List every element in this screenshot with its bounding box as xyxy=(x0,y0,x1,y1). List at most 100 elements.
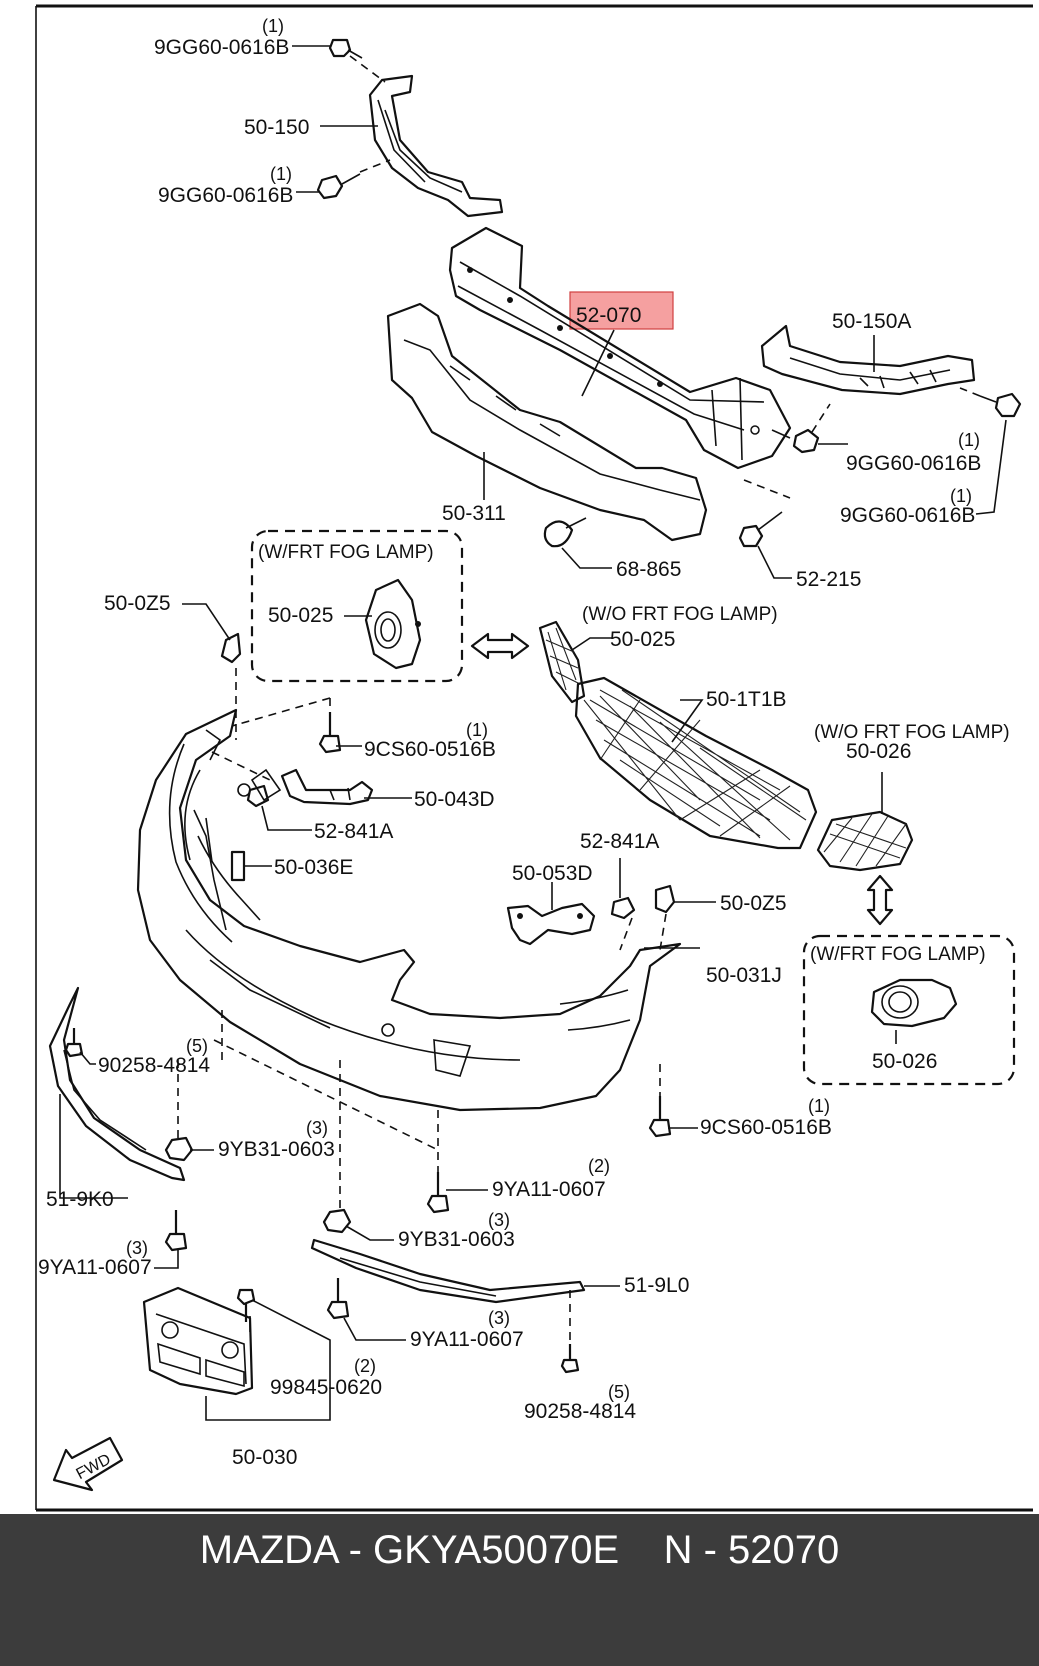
screw-left-label: 90258-4814 xyxy=(98,1054,210,1077)
nut-841a-right-label: 52-841A xyxy=(580,830,659,853)
lip-right-label: 51-9L0 xyxy=(624,1274,689,1297)
reinforcement-drawing xyxy=(448,226,792,470)
grille-drawing xyxy=(574,676,818,850)
bracket-right-drawing xyxy=(760,324,976,396)
nut-yb-left-drawing xyxy=(164,1136,194,1162)
bolt-ya-mid-label: 9YA11-0607 xyxy=(492,1178,606,1201)
lip-left-drawing xyxy=(48,986,186,1182)
nut-yb-left-qty: (3) xyxy=(306,1118,328,1138)
bolt-cs-upper-drawing xyxy=(318,712,342,754)
fog-bezel-left-drawing xyxy=(364,578,422,670)
grille-label: 50-1T1B xyxy=(706,688,787,711)
lip-right-drawing xyxy=(310,1238,586,1304)
screw-right-drawing xyxy=(560,1344,580,1374)
no-fog-right-group-label: (W/O FRT FOG LAMP) xyxy=(814,722,1010,743)
bolt-ya-lower-drawing xyxy=(326,1278,350,1320)
nut-yb-mid-qty: (3) xyxy=(488,1210,510,1230)
screw-right-label: 90258-4814 xyxy=(524,1400,636,1423)
bolt-right-2-label: 9GG60-0616B xyxy=(840,504,975,527)
screw-plate-qty: (2) xyxy=(354,1356,376,1376)
plate-bracket-drawing xyxy=(142,1286,254,1396)
parts-diagram: FWD (1) 9GG60-0616B 50-150 (1) 9GG60-061… xyxy=(35,4,1033,1512)
screw-left-qty: (5) xyxy=(186,1036,208,1056)
bumper-drawing xyxy=(136,708,682,1112)
bolt-top-2-label: 9GG60-0616B xyxy=(158,184,293,207)
bracket-left-drawing xyxy=(368,74,504,218)
no-fog-grille-group-label: (W/O FRT FOG LAMP) xyxy=(582,604,778,625)
bolt-cs-lower-label: 9CS60-0516B xyxy=(700,1116,832,1139)
screw-left-drawing xyxy=(64,1028,84,1058)
bolt-top-2-qty: (1) xyxy=(270,164,292,184)
bolt-ya-left-label: 9YA11-0607 xyxy=(38,1256,152,1279)
bezel-no-fog-right-drawing xyxy=(816,810,914,872)
bolt-right-1-drawing xyxy=(771,428,820,454)
absorber-label: 50-311 xyxy=(442,502,506,525)
bolt-52215-drawing xyxy=(738,511,783,548)
bracket-036e-drawing xyxy=(230,850,246,882)
bolt-52215-label: 52-215 xyxy=(796,568,861,591)
bolt-cs-upper-label: 9CS60-0516B xyxy=(364,738,496,761)
swap-arrow-right-icon xyxy=(866,874,894,926)
clip-right-drawing xyxy=(654,884,676,914)
bolt-top-2-drawing xyxy=(316,173,361,200)
screw-plate-label: 99845-0620 xyxy=(270,1376,382,1399)
bolt-ya-mid-drawing xyxy=(426,1172,450,1214)
bracket-053d-label: 50-053D xyxy=(512,862,593,885)
bolt-ya-left-qty: (3) xyxy=(126,1238,148,1258)
bolt-cs-upper-qty: (1) xyxy=(466,720,488,740)
bracket-053d-drawing xyxy=(506,902,596,946)
bolt-right-2-drawing xyxy=(979,392,1022,418)
clip-left-label: 50-0Z5 xyxy=(104,592,171,615)
plate-bracket-label: 50-030 xyxy=(232,1446,297,1469)
fog-bezel-right-label: 50-026 xyxy=(872,1050,937,1073)
bolt-top-1-drawing xyxy=(328,38,363,59)
screw-right-qty: (5) xyxy=(608,1382,630,1402)
swap-arrow-left-icon xyxy=(470,632,530,660)
fog-bezel-left-label: 50-025 xyxy=(268,604,333,627)
bolt-ya-left-drawing xyxy=(164,1210,188,1252)
bolt-right-1-qty: (1) xyxy=(958,430,980,450)
bezel-no-fog-left-drawing xyxy=(538,620,586,704)
nut-yb-mid-label: 9YB31-0603 xyxy=(398,1228,515,1251)
bracket-right-label: 50-150A xyxy=(832,310,911,333)
bolt-right-2-qty: (1) xyxy=(950,486,972,506)
fog-lamp-right-group-label: (W/FRT FOG LAMP) xyxy=(810,944,986,965)
bracket-043d-drawing xyxy=(280,768,374,806)
fog-lamp-right-frame xyxy=(802,934,1016,1086)
absorber-drawing xyxy=(386,302,708,542)
fog-lamp-left-frame xyxy=(250,529,464,683)
bracket-043d-label: 50-043D xyxy=(414,788,495,811)
bolt-ya-lower-qty: (3) xyxy=(488,1308,510,1328)
footer-bar: MAZDA - GKYA50070E N - 52070 xyxy=(0,1514,1039,1666)
bolt-ya-lower-label: 9YA11-0607 xyxy=(410,1328,524,1351)
bracket-036e-label: 50-036E xyxy=(274,856,353,879)
bezel-no-fog-left-label: 50-025 xyxy=(610,628,675,651)
bolt-right-1-label: 9GG60-0616B xyxy=(846,452,981,475)
nut-841a-left-drawing xyxy=(246,784,270,808)
fog-bezel-right-drawing xyxy=(870,978,958,1028)
screw-plate-drawing xyxy=(236,1288,256,1322)
clip-68865-drawing xyxy=(543,517,587,548)
bolt-cs-lower-drawing xyxy=(648,1096,672,1138)
labels: (1) 9GG60-0616B 50-150 (1) 9GG60-0616B 5… xyxy=(38,16,1010,1469)
forward-arrow-icon: FWD xyxy=(52,1436,124,1492)
clip-68865-label: 68-865 xyxy=(616,558,681,581)
reinforcement-label: 52-070 xyxy=(576,304,641,327)
fog-lamp-left-group-label: (W/FRT FOG LAMP) xyxy=(258,542,434,563)
bolt-ya-mid-qty: (2) xyxy=(588,1156,610,1176)
bolt-cs-lower-qty: (1) xyxy=(808,1096,830,1116)
bumper-label: 50-031J xyxy=(706,964,782,987)
bracket-left-label: 50-150 xyxy=(244,116,309,139)
bolt-top-1-qty: (1) xyxy=(262,16,284,36)
nut-841a-right-drawing xyxy=(610,896,636,920)
nut-yb-left-label: 9YB31-0603 xyxy=(218,1138,335,1161)
lip-left-label: 51-9K0 xyxy=(46,1188,114,1211)
nut-841a-left-label: 52-841A xyxy=(314,820,393,843)
bolt-top-1-label: 9GG60-0616B xyxy=(154,36,289,59)
clip-right-label: 50-0Z5 xyxy=(720,892,787,915)
bezel-no-fog-right-label: 50-026 xyxy=(846,740,911,763)
clip-left-drawing xyxy=(220,632,242,664)
footer-caption: MAZDA - GKYA50070E N - 52070 xyxy=(199,1528,840,1572)
nut-yb-mid-drawing xyxy=(322,1208,352,1234)
highlight-box xyxy=(569,291,674,330)
